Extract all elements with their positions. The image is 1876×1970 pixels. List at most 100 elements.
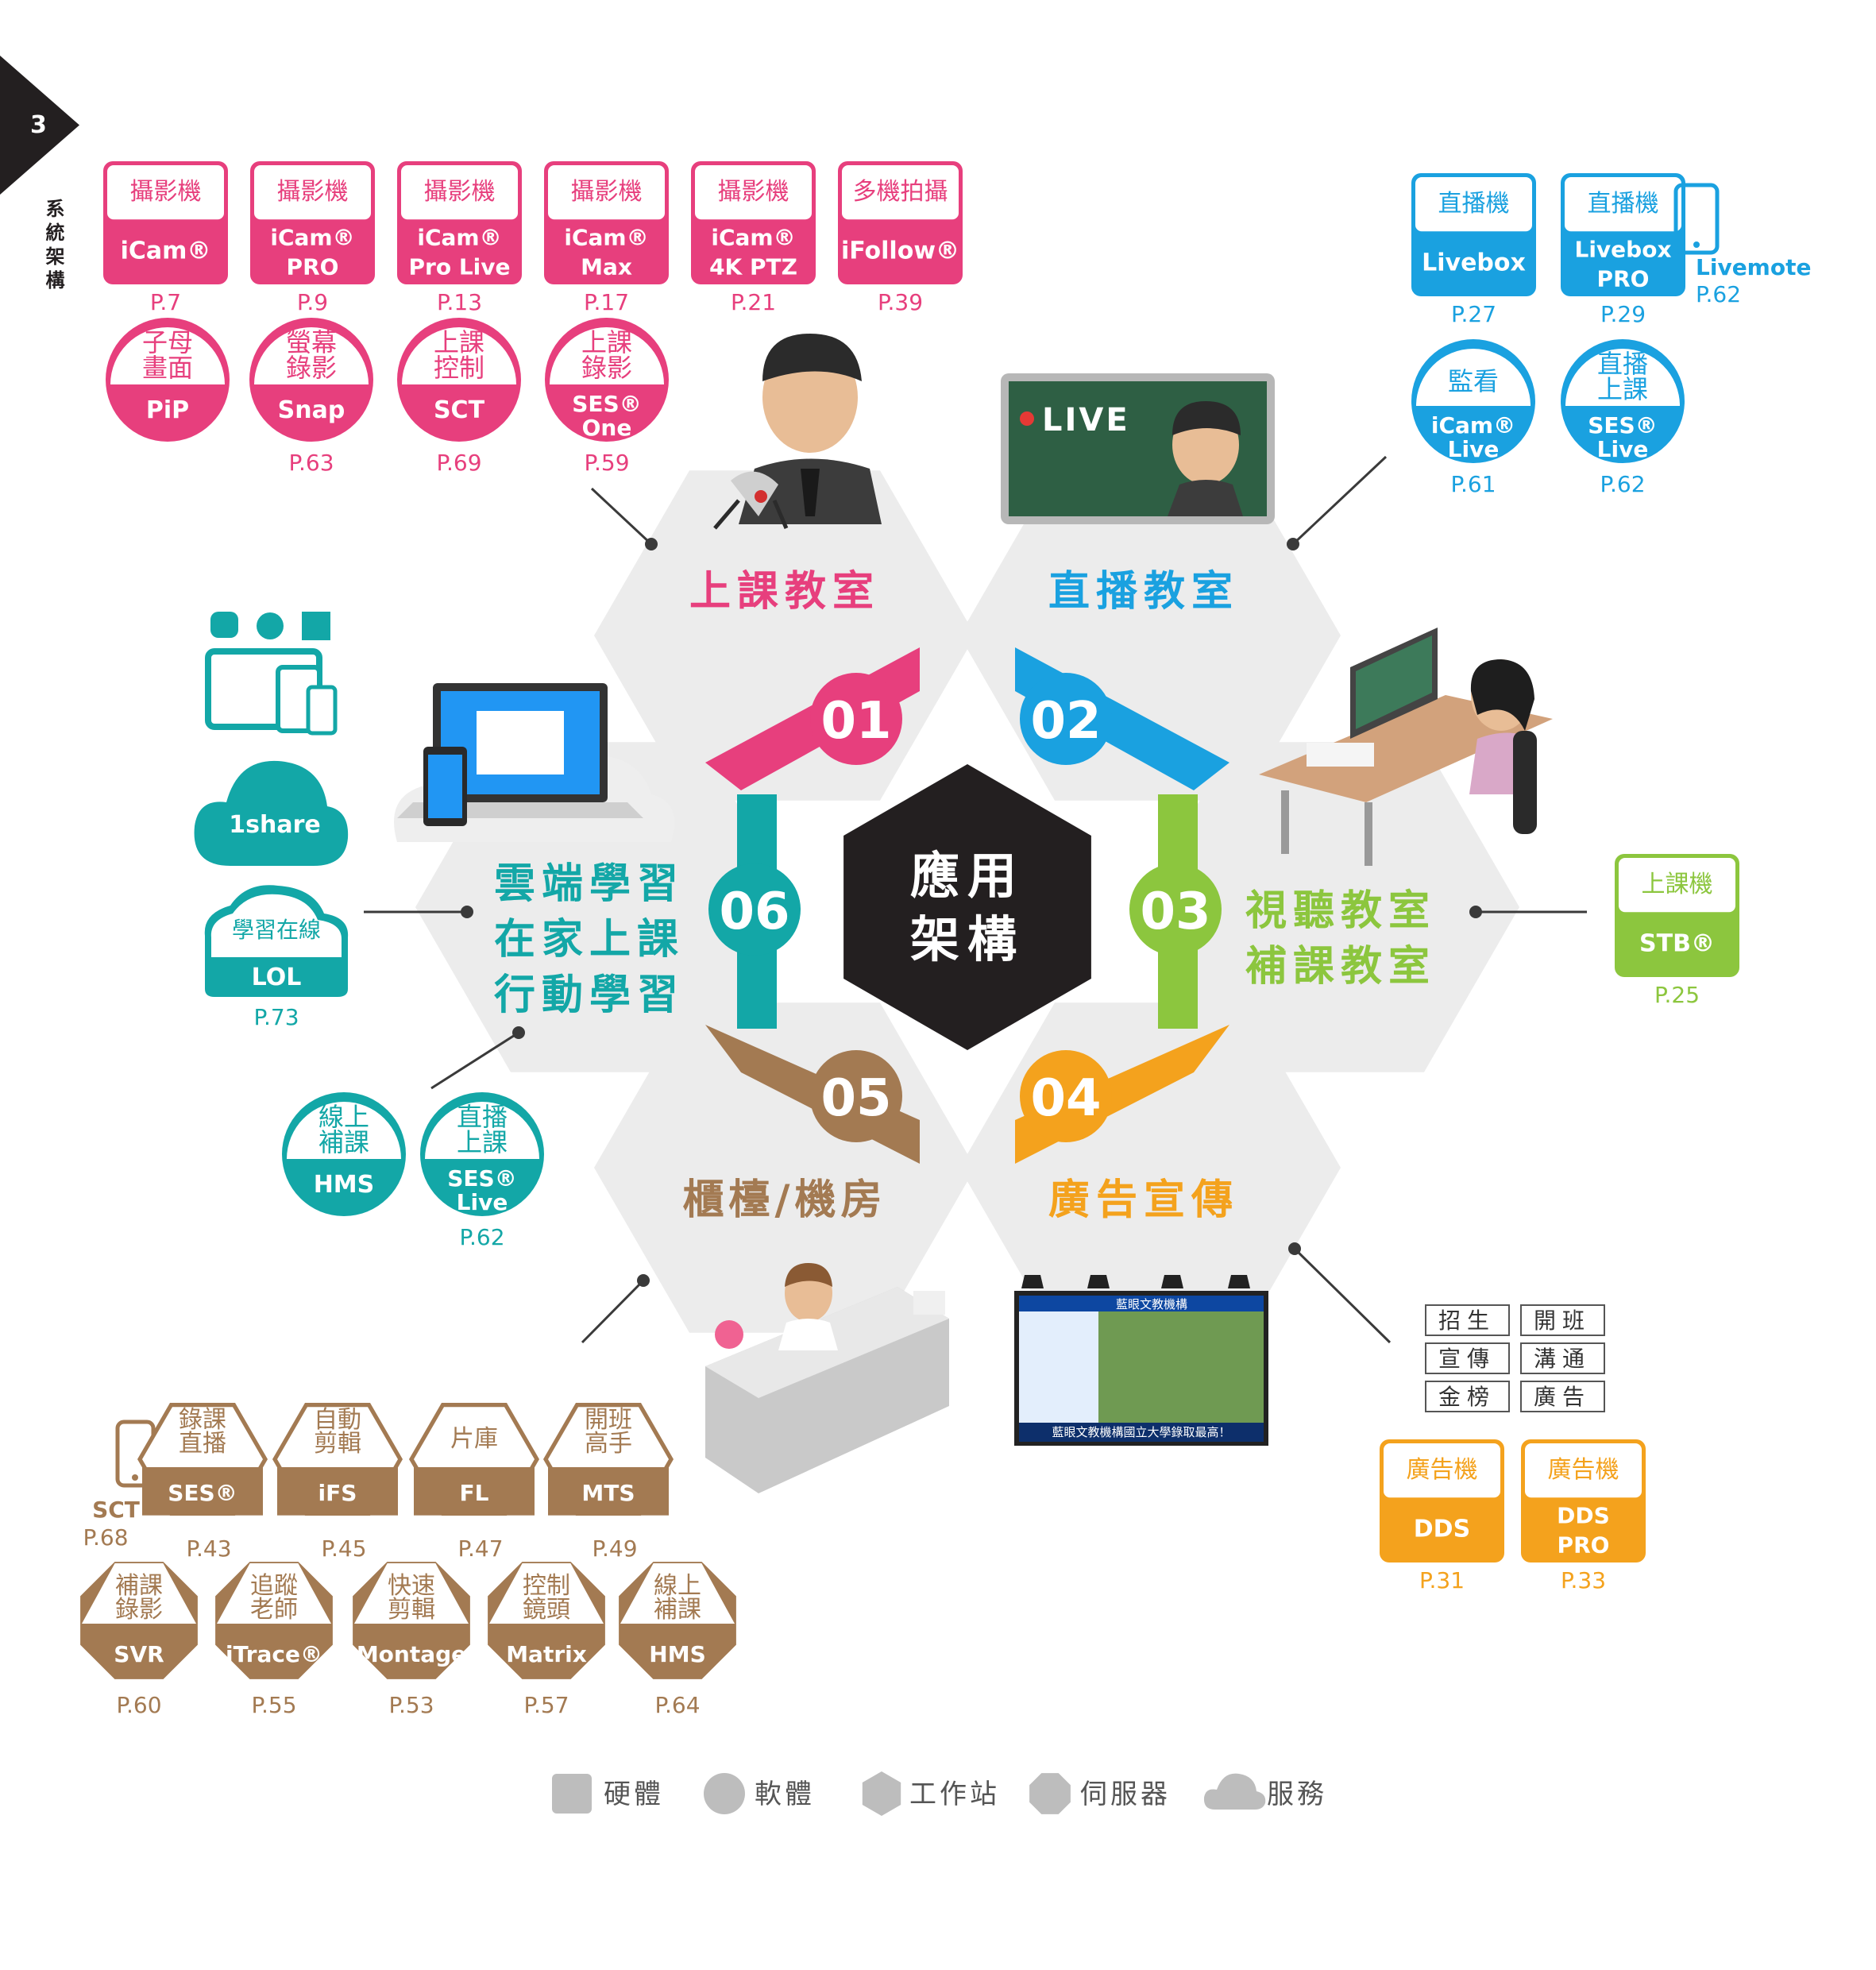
hex-bottom [142, 1467, 263, 1516]
section-badge [810, 1050, 902, 1142]
tracking-camera [731, 471, 778, 516]
tag-box [1520, 1342, 1605, 1374]
section-number: 06 [719, 883, 789, 941]
chair [1513, 731, 1537, 834]
tag-text: 招生 [1438, 1308, 1496, 1334]
ad-tag: 廣告 [1520, 1381, 1605, 1412]
card-product: DDS [1557, 1502, 1610, 1528]
hex-category: 錄課 [179, 1406, 226, 1434]
circle-category: 上課 [1597, 374, 1648, 404]
oct-top [354, 1563, 469, 1624]
circle-product: Live [1597, 436, 1649, 462]
circle-top [254, 327, 369, 384]
cloud-top [210, 894, 342, 957]
tie [801, 469, 820, 516]
card-top [254, 165, 371, 220]
page-ref: P.59 [584, 450, 629, 476]
circle-category: 直播 [457, 1102, 508, 1132]
center-label: 架構 [910, 910, 1025, 968]
page-ref: P.49 [592, 1535, 637, 1562]
screen-header-bar [1019, 1296, 1264, 1311]
tag-box [1520, 1381, 1605, 1412]
oct-category: 鏡頭 [523, 1596, 570, 1624]
spotlight [1087, 1275, 1110, 1288]
oct-product: SVR [114, 1641, 164, 1667]
stb-device [1307, 743, 1374, 767]
cloud-product: LOL [252, 964, 302, 991]
monitor-screen [1356, 635, 1432, 729]
circle-category: 錄影 [286, 353, 337, 383]
hair [762, 334, 862, 381]
page-ref: P.13 [437, 289, 482, 315]
page-ref: P.45 [321, 1535, 366, 1562]
legend-label: 伺服器 [1080, 1779, 1171, 1810]
circle-category: 螢幕 [286, 327, 337, 357]
card-product: iCam® [564, 224, 648, 250]
circle-product: HMS [314, 1171, 375, 1199]
connector-line [581, 1279, 645, 1344]
hex-category: 開班 [585, 1406, 632, 1434]
apple-icon [257, 612, 284, 639]
page-ref: P.68 [83, 1524, 128, 1551]
circle-product: Snap [278, 396, 345, 424]
card-category: 廣告機 [1407, 1456, 1478, 1484]
circle-top [402, 327, 516, 384]
connector-line [1293, 1247, 1392, 1344]
center-label: 應用 [910, 847, 1025, 905]
page-ref: P.62 [459, 1224, 504, 1250]
card-top [107, 165, 224, 220]
page-ref: P.57 [523, 1692, 569, 1718]
oct-category: 線上 [654, 1572, 701, 1600]
camera-light [755, 490, 767, 503]
card-category: 直播機 [1438, 190, 1510, 218]
page-ref: P.17 [584, 289, 629, 315]
section-number: 05 [820, 1069, 891, 1128]
card-category: 攝影機 [277, 178, 349, 206]
screen-footer-bar [1019, 1423, 1264, 1442]
android-icon [210, 612, 238, 638]
connector-line [1291, 455, 1388, 546]
legend-hexagon [862, 1771, 901, 1816]
page-ref: P.29 [1600, 301, 1646, 327]
section-badge [1020, 1050, 1112, 1142]
section-badge [708, 863, 801, 956]
screen-header: 藍眼文教機構 [1116, 1297, 1187, 1311]
page-ref: P.55 [251, 1692, 296, 1718]
card-category: 攝影機 [424, 178, 496, 206]
tag-text: 金榜 [1438, 1384, 1496, 1410]
circle-category: 畫面 [142, 353, 193, 383]
camera-leg [713, 499, 740, 530]
card-category: 廣告機 [1548, 1456, 1619, 1484]
circle-category: 子母 [142, 327, 193, 357]
cloud-category: 學習在線 [232, 917, 321, 943]
card-top [401, 165, 518, 220]
hex-bottom [414, 1467, 535, 1516]
oct-top [217, 1563, 331, 1624]
section-title: 直播教室 [1048, 568, 1239, 616]
page-ref: P.43 [186, 1535, 231, 1562]
connector-line [430, 1031, 519, 1090]
page-ref: P.33 [1561, 1567, 1606, 1593]
circle-top [287, 1102, 401, 1159]
page-ref: P.62 [1600, 471, 1645, 497]
card-top [548, 165, 665, 220]
section-badge [1020, 673, 1112, 765]
ad-tag: 招生 [1425, 1304, 1510, 1336]
windows-icon [302, 612, 330, 640]
hex-category: 片庫 [450, 1425, 498, 1453]
card-category: 攝影機 [718, 178, 789, 206]
card-category: 直播機 [1588, 190, 1659, 218]
screen-footer: 藍眼文教機構國立大學錄取最高！ [1052, 1425, 1230, 1439]
card-product: Livebox [1574, 236, 1671, 262]
connector-dot [1287, 538, 1299, 550]
ad-tag: 金榜 [1425, 1381, 1510, 1412]
